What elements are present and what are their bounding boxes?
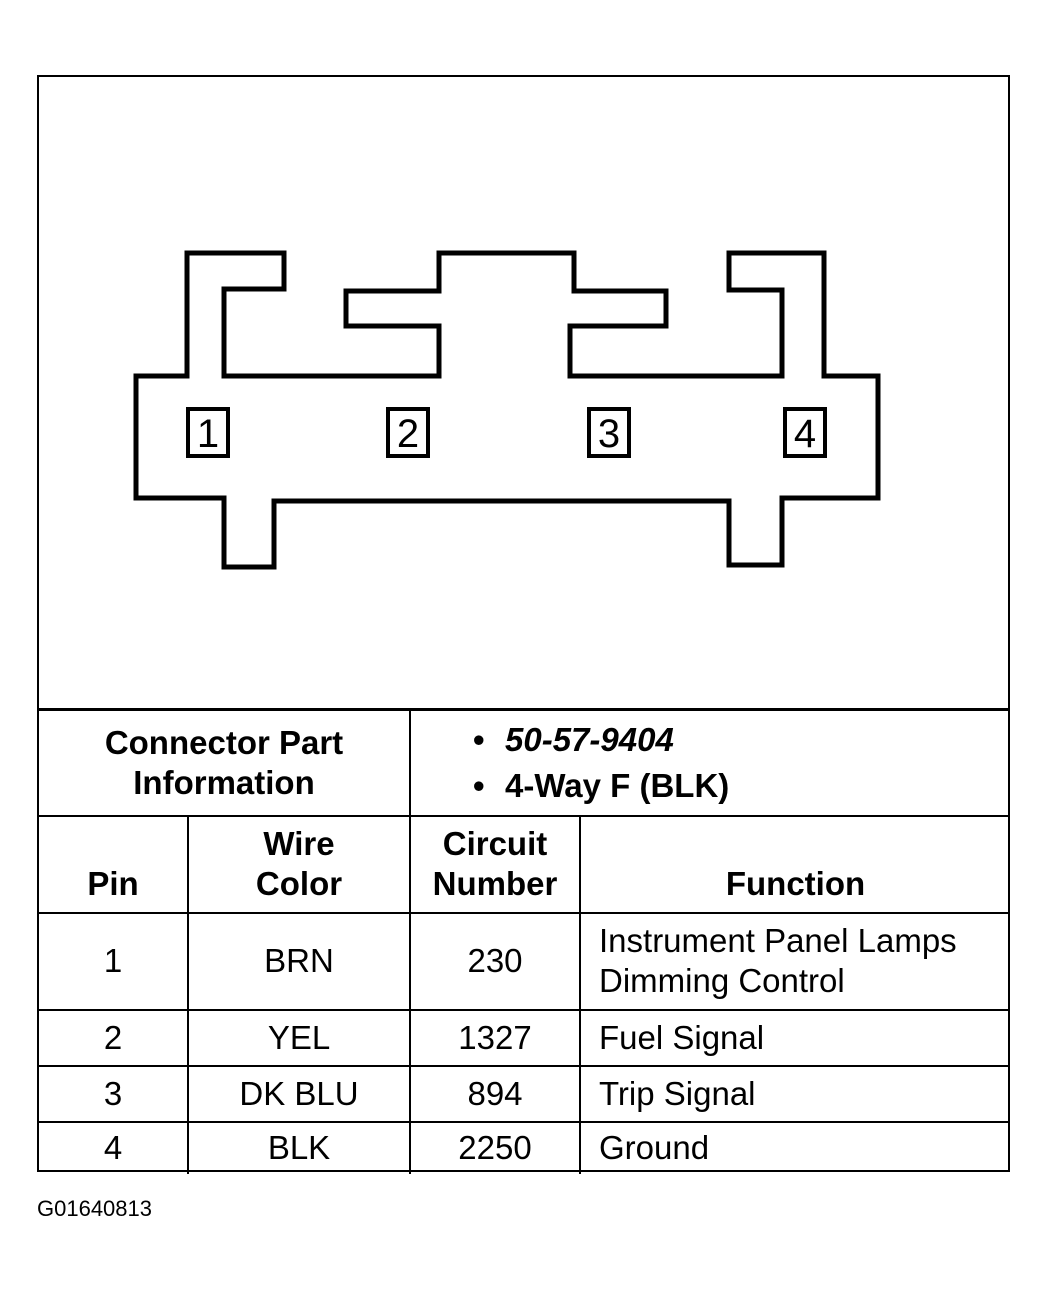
- cell-circuit: 2250: [409, 1120, 581, 1174]
- connector-diagram: 1 2 3 4: [39, 77, 1008, 708]
- pin-2-box: [386, 407, 430, 458]
- cell-function: Trip Signal: [578, 1064, 1011, 1123]
- bullet-icon: •: [473, 766, 485, 804]
- cell-circuit: 1327: [409, 1008, 581, 1067]
- connector-frame: 1 2 3 4 Connector Part Information • 50-5…: [37, 75, 1011, 1174]
- part-description: 4-Way F (BLK): [505, 766, 730, 804]
- connector-part-row: Connector Part Information • 50-57-9404 •…: [39, 708, 1011, 817]
- cell-wire-color: BLK: [187, 1120, 411, 1174]
- part-number: 50-57-9404: [505, 720, 674, 758]
- connector-part-label: Connector Part Information: [104, 723, 344, 801]
- cell-wire-color: YEL: [187, 1008, 411, 1067]
- function-line-2: Dimming Control: [599, 962, 845, 999]
- pin-1-label: 1: [197, 412, 219, 456]
- cell-circuit: 894: [409, 1064, 581, 1123]
- header-wire-text: Wire: [263, 824, 335, 862]
- header-pin: Pin: [39, 814, 189, 914]
- connector-part-label-cell: Connector Part Information: [39, 708, 411, 817]
- header-color-text: Color: [255, 864, 343, 902]
- cell-function: Fuel Signal: [578, 1008, 1011, 1067]
- cell-pin: 4: [39, 1120, 189, 1174]
- header-circuit-text: Circuit: [442, 824, 548, 862]
- cell-function: Ground: [578, 1120, 1011, 1174]
- header-pin-text: Pin: [87, 864, 139, 902]
- header-number-text: Number: [432, 864, 558, 902]
- connector-info-table: Connector Part Information • 50-57-9404 •…: [39, 708, 1011, 1174]
- cell-wire-color: BRN: [187, 911, 411, 1011]
- pin-2-label: 2: [397, 412, 419, 456]
- connector-face-drawing: 1 2 3 4: [133, 250, 881, 570]
- table-row: 2 YEL 1327 Fuel Signal: [39, 1008, 1011, 1067]
- connector-body-outline: [133, 250, 881, 570]
- cell-wire-color: DK BLU: [187, 1064, 411, 1123]
- header-function: Function: [578, 814, 1011, 914]
- connector-part-list: • 50-57-9404 • 4-Way F (BLK): [408, 708, 1011, 817]
- table-row: 3 DK BLU 894 Trip Signal: [39, 1064, 1011, 1123]
- function-line-1: Instrument Panel Lamps: [599, 922, 957, 959]
- cell-pin: 1: [39, 911, 189, 1011]
- pin-1-box: [186, 407, 230, 458]
- header-function-text: Function: [725, 864, 866, 902]
- pin-3-label: 3: [598, 412, 620, 456]
- table-row: 4 BLK 2250 Ground: [39, 1120, 1011, 1174]
- part-description-item: • 4-Way F (BLK): [473, 763, 1010, 809]
- part-number-item: • 50-57-9404: [473, 717, 1010, 763]
- pin-4-box: [783, 407, 827, 458]
- pin-3-box: [587, 407, 631, 458]
- bullet-icon: •: [473, 720, 485, 758]
- pin-4-label: 4: [794, 412, 816, 456]
- cell-pin: 2: [39, 1008, 189, 1067]
- figure-id-caption: G01640813: [37, 1196, 152, 1221]
- cell-circuit: 230: [409, 911, 581, 1011]
- cell-pin: 3: [39, 1064, 189, 1123]
